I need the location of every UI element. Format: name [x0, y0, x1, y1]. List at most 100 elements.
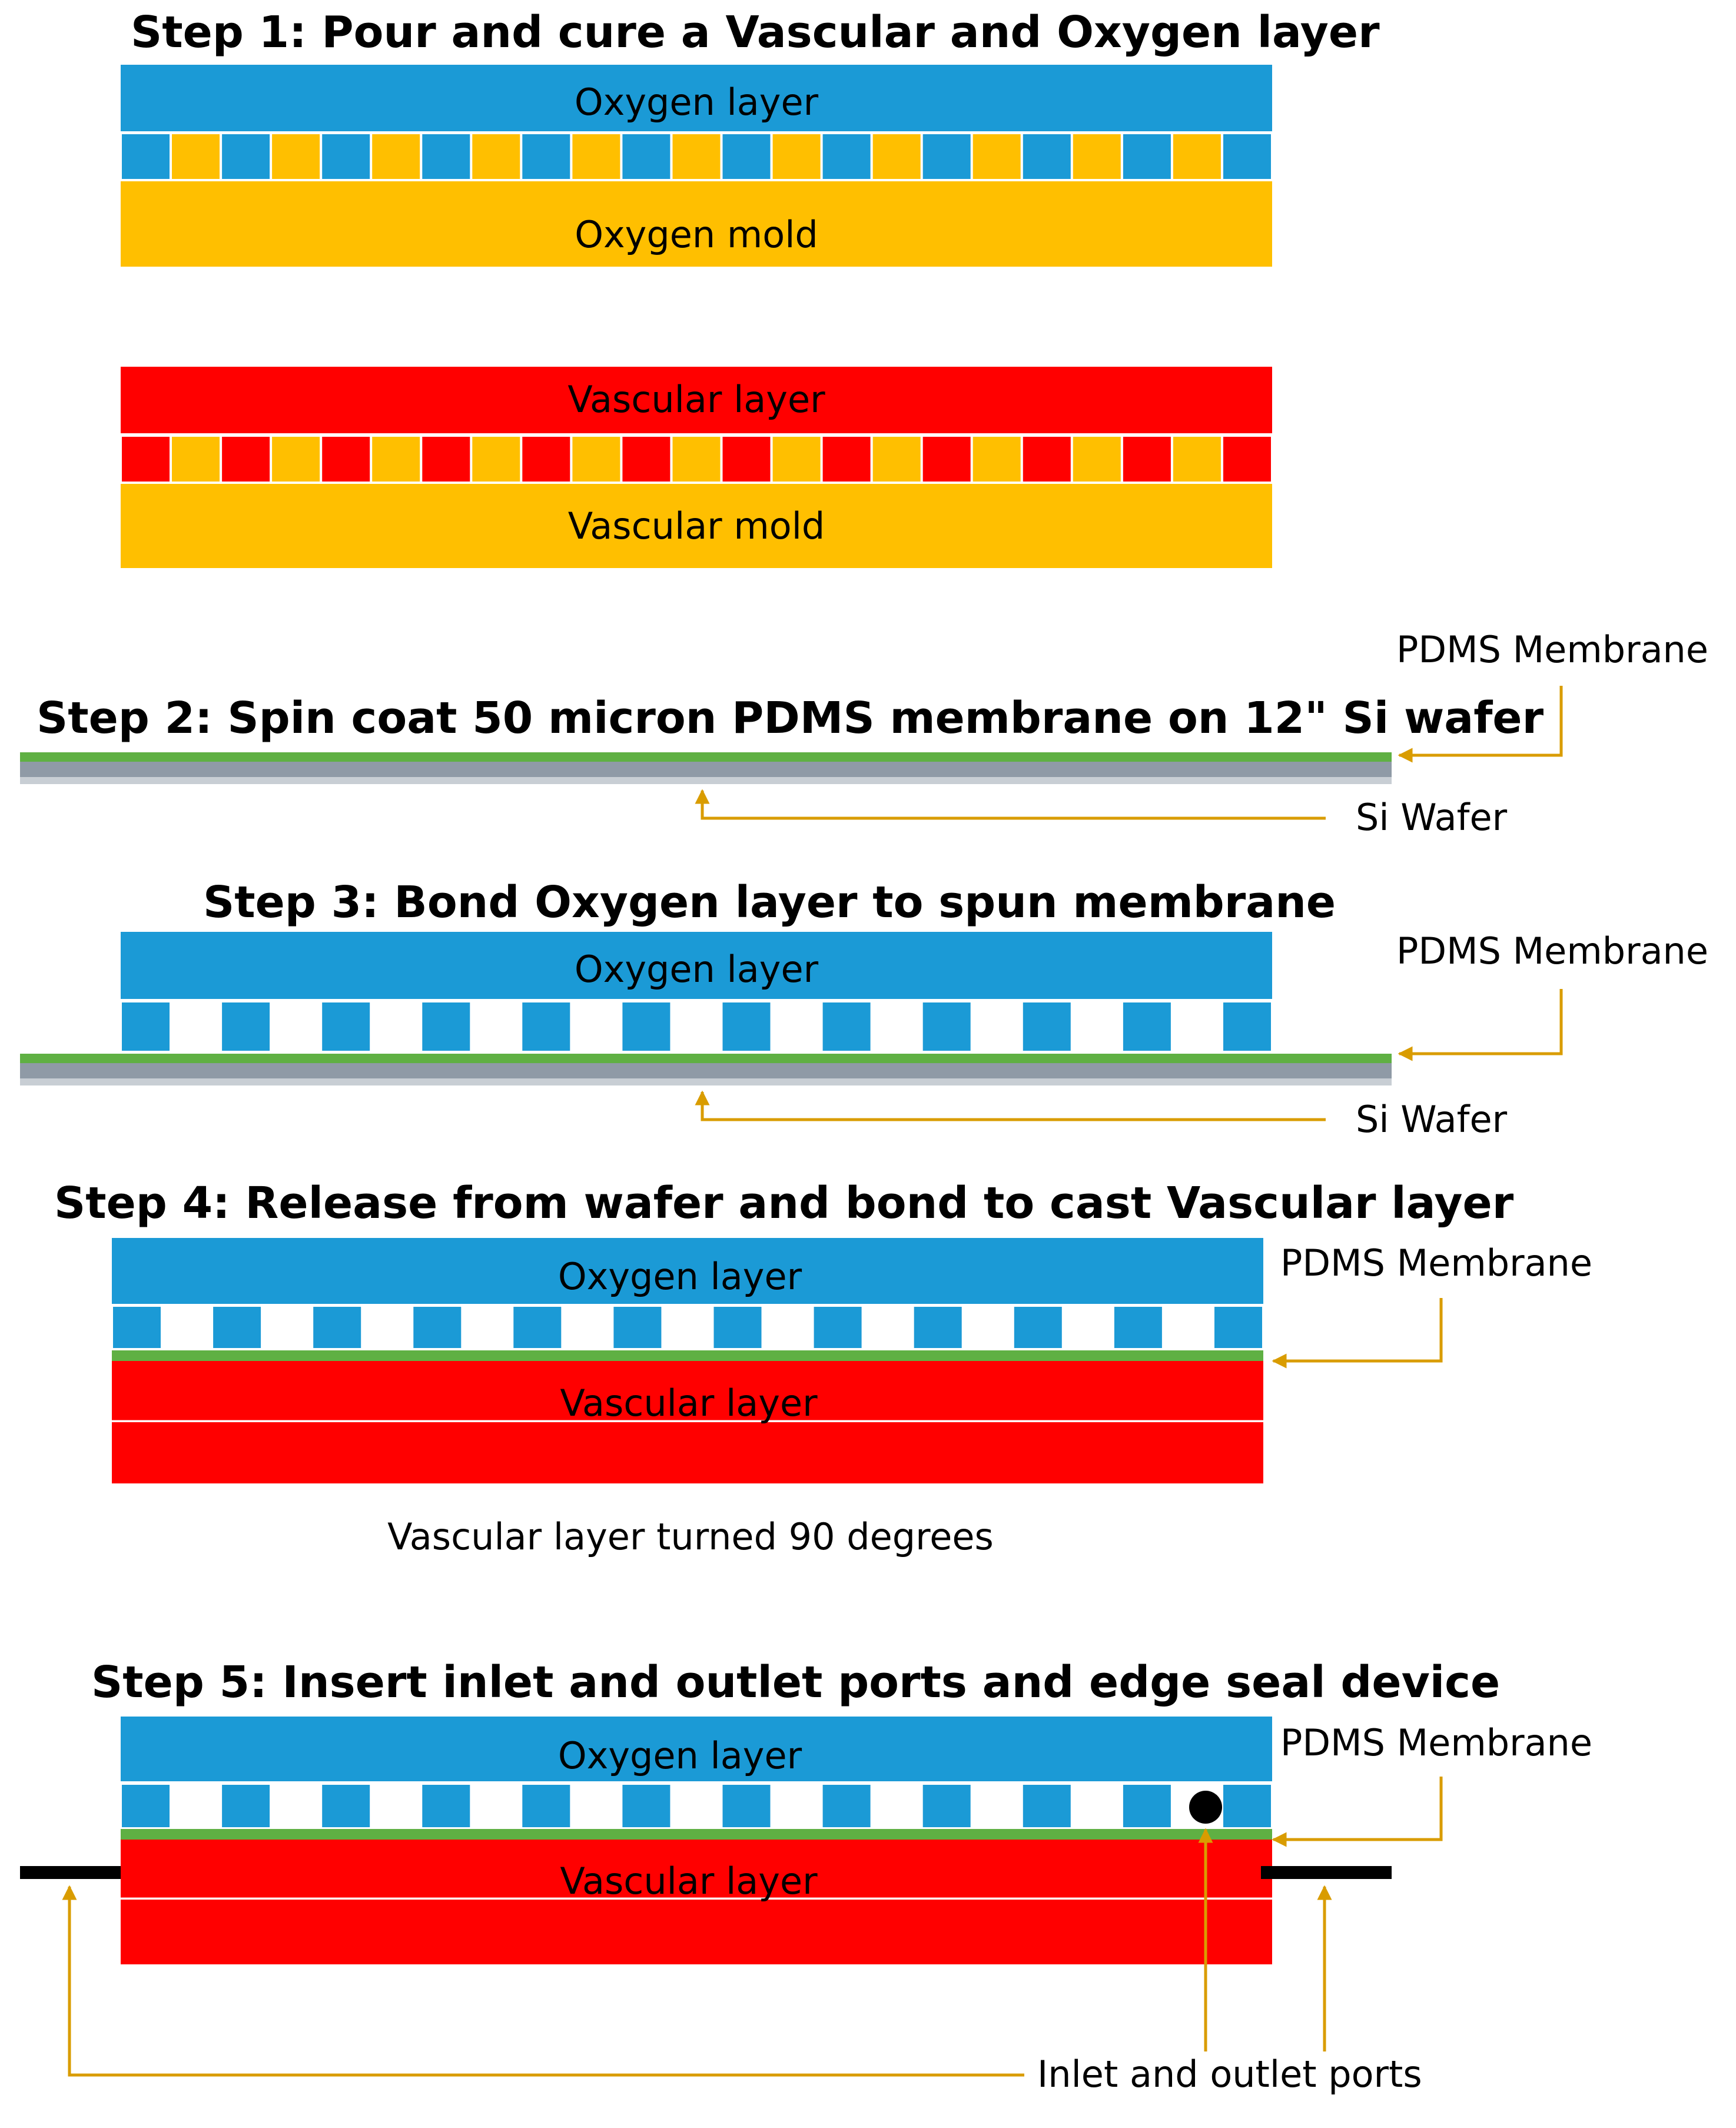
step3-membrane-arrow — [1398, 989, 1563, 1061]
step2-wafer-callout: Si Wafer — [1356, 796, 1508, 839]
oxygen-layer-label: Oxygen layer — [575, 948, 819, 991]
step1-title: Step 1: Pour and cure a Vascular and Oxy… — [131, 7, 1380, 58]
channel-square — [372, 134, 420, 179]
oxygen-layer-label: Oxygen layer — [558, 1255, 802, 1298]
channel-square — [113, 1307, 161, 1348]
oxygen-layer-block — [121, 1717, 1272, 1781]
vascular-layer-on-mold: Vascular layer Vascular mold — [121, 367, 1272, 568]
channel-square — [272, 134, 320, 179]
channel-square — [722, 134, 771, 179]
channel-square — [1123, 1785, 1171, 1827]
channel-square — [372, 437, 420, 482]
step3-wafer-callout: Si Wafer — [1356, 1098, 1508, 1141]
channel-square — [272, 437, 320, 482]
step4-rotation-note: Vascular layer turned 90 degrees — [387, 1515, 994, 1558]
step3-title: Step 3: Bond Oxygen layer to spun membra… — [203, 877, 1336, 928]
channel-square — [422, 134, 470, 179]
channel-square — [822, 134, 871, 179]
channel-square — [522, 1785, 570, 1827]
oxygen-channel-row — [122, 134, 1271, 179]
channel-square — [422, 1785, 470, 1827]
membrane-on-wafer — [20, 752, 1392, 784]
oxygen-mold-block — [121, 181, 1272, 267]
pdms-membrane — [121, 1829, 1272, 1840]
channel-square — [922, 1785, 971, 1827]
channel-square — [1173, 134, 1221, 179]
si-wafer — [20, 1063, 1392, 1078]
channel-square — [922, 437, 971, 482]
channel-square — [122, 134, 170, 179]
channel-square — [322, 437, 370, 482]
channel-square — [572, 437, 620, 482]
channel-square — [822, 1002, 871, 1051]
channel-square — [322, 1785, 370, 1827]
channel-square — [1023, 1002, 1071, 1051]
channel-square — [1023, 1785, 1071, 1827]
oxygen-layer-on-membrane: Oxygen layer — [20, 932, 1392, 1085]
oxygen-layer-block — [112, 1238, 1263, 1304]
channel-square — [422, 1002, 470, 1051]
channel-square — [814, 1307, 862, 1348]
channel-square — [672, 437, 721, 482]
vascular-layer-block — [121, 1840, 1272, 1898]
bonded-oxygen-vascular-stack: Oxygen layer Vascular layer — [112, 1238, 1263, 1483]
channel-square — [222, 134, 270, 179]
step3-membrane-callout: PDMS Membrane — [1396, 929, 1708, 972]
channel-square — [1223, 134, 1271, 179]
channel-square — [822, 437, 871, 482]
oxygen-layer-label: Oxygen layer — [575, 81, 819, 124]
channel-square — [172, 134, 220, 179]
channel-square — [622, 1002, 670, 1051]
channel-square — [472, 134, 520, 179]
channel-square — [322, 134, 370, 179]
vascular-base-block — [121, 1900, 1272, 1964]
oxygen-layer-on-mold: Oxygen layer Oxygen mold — [121, 65, 1272, 267]
step2-wafer-arrow — [695, 789, 1326, 820]
channel-square — [613, 1307, 662, 1348]
pdms-membrane — [20, 1054, 1392, 1063]
si-wafer — [20, 762, 1392, 777]
step5-ports-callout: Inlet and outlet ports — [1037, 2053, 1422, 2096]
step2-membrane-callout: PDMS Membrane — [1396, 628, 1708, 671]
step4-membrane-arrow — [1272, 1298, 1443, 1369]
si-wafer-shadow — [20, 1078, 1392, 1085]
inlet-port-left — [20, 1866, 121, 1879]
channel-square — [122, 1002, 170, 1051]
step2-membrane-arrow — [1398, 686, 1563, 763]
oxygen-channel-row — [122, 1002, 1271, 1051]
channel-square — [522, 1002, 570, 1051]
channel-square — [522, 437, 570, 482]
channel-square — [1023, 134, 1071, 179]
channel-square — [922, 134, 971, 179]
inner-port-circle — [1189, 1791, 1222, 1824]
vascular-base-block — [112, 1422, 1263, 1483]
channel-square — [313, 1307, 361, 1348]
step2-title: Step 2: Spin coat 50 micron PDMS membran… — [36, 693, 1544, 743]
channel-square — [922, 1002, 971, 1051]
vascular-layer-block — [112, 1361, 1263, 1421]
channel-square — [1123, 437, 1171, 482]
pdms-membrane — [112, 1350, 1263, 1361]
vascular-layer-label: Vascular layer — [560, 1860, 818, 1903]
channel-square — [722, 1785, 771, 1827]
vascular-channel-row — [122, 437, 1271, 482]
channel-square — [213, 1307, 261, 1348]
channel-square — [1123, 134, 1171, 179]
channel-square — [722, 1002, 771, 1051]
channel-square — [1223, 1002, 1271, 1051]
channel-square — [122, 1785, 170, 1827]
channel-square — [222, 1785, 270, 1827]
si-wafer-shadow — [20, 777, 1392, 784]
vascular-layer-label: Vascular layer — [567, 378, 825, 421]
channel-square — [1073, 437, 1121, 482]
channel-square — [772, 437, 821, 482]
pdms-membrane — [20, 752, 1392, 762]
channel-square — [872, 437, 921, 482]
channel-square — [222, 437, 270, 482]
channel-square — [772, 134, 821, 179]
channel-square — [513, 1307, 562, 1348]
channel-square — [1014, 1307, 1062, 1348]
step5-title: Step 5: Insert inlet and outlet ports an… — [91, 1657, 1500, 1708]
channel-square — [413, 1307, 462, 1348]
